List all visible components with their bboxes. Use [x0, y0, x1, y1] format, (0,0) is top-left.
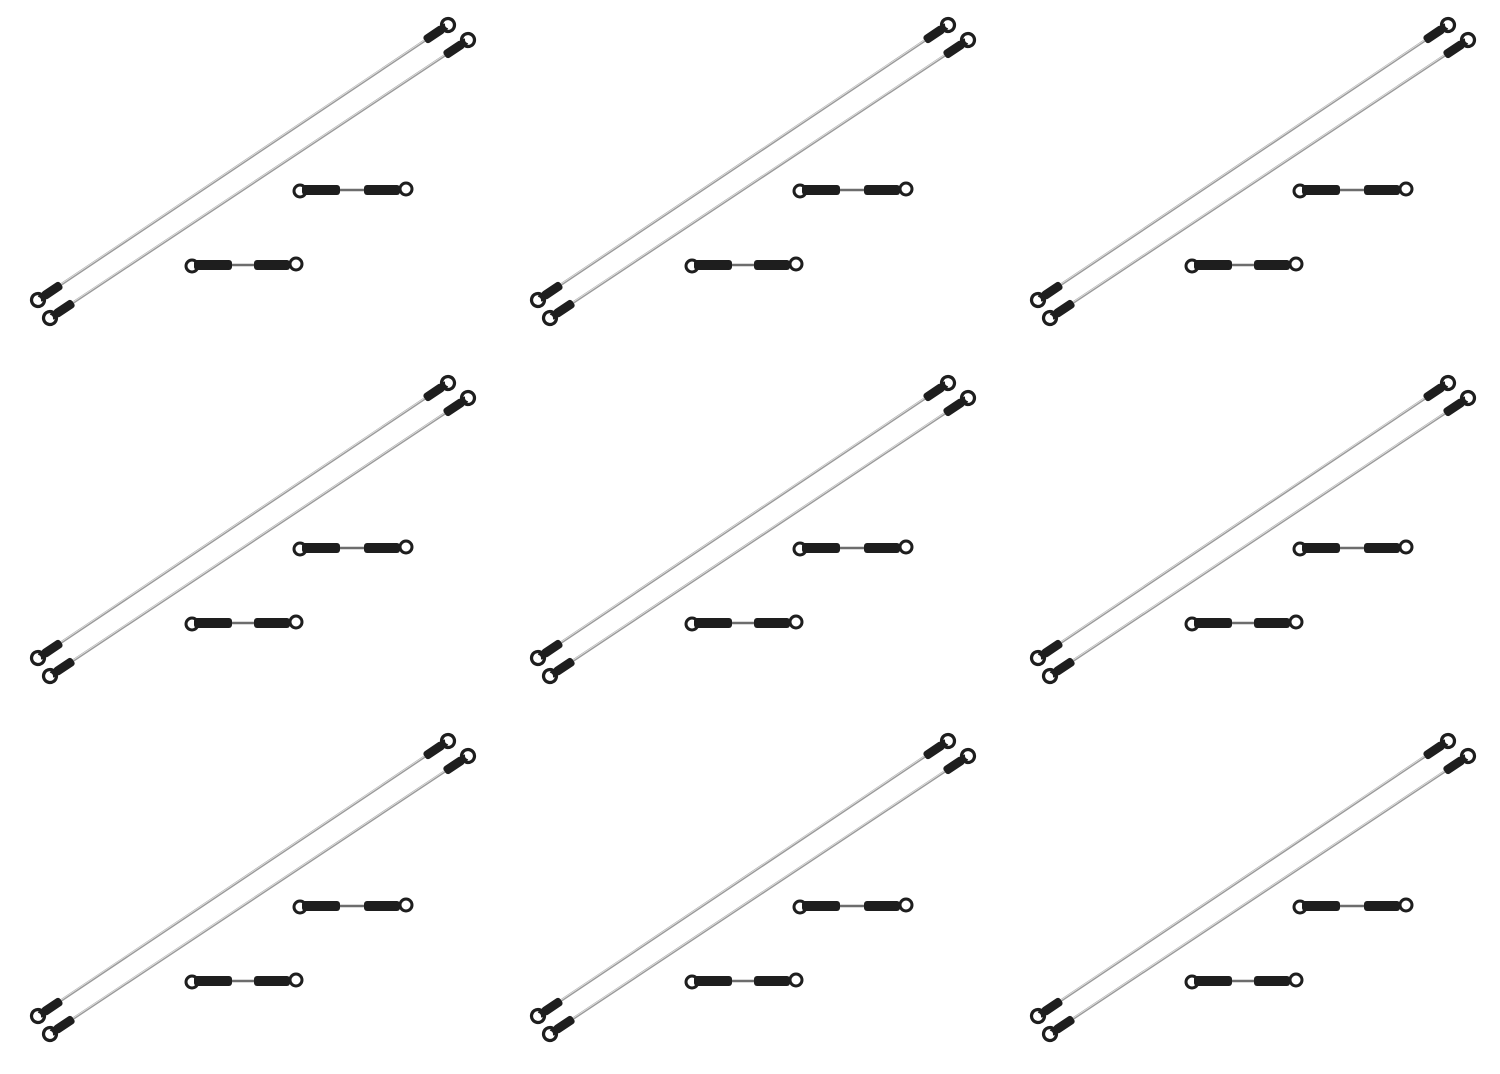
long-tie-rod-2-end-a	[541, 299, 575, 327]
short-link-rod-2	[184, 256, 304, 274]
short-link-rod-1	[292, 181, 414, 199]
short-link-rod-2	[684, 256, 804, 274]
long-tie-rod-1	[1036, 23, 1450, 302]
long-tie-rod-1-end-a	[1029, 281, 1063, 309]
long-tie-rod-2-end-b	[943, 389, 977, 417]
product-photo-tile	[500, 716, 1000, 1074]
long-tie-rod-1	[1036, 381, 1450, 660]
long-tie-rod-1-end-a	[529, 997, 563, 1025]
long-tie-rod-1-end-a	[1029, 997, 1063, 1025]
linkage-rod-set-illustration	[29, 732, 477, 1043]
short-link-rod-1	[292, 539, 414, 557]
long-tie-rod-2-end-b	[443, 747, 477, 775]
long-tie-rod-1	[1036, 739, 1450, 1018]
short-link-rod-2	[1184, 972, 1304, 990]
long-tie-rod-1	[36, 381, 450, 660]
linkage-rod-set-illustration	[29, 374, 477, 685]
long-tie-rod-1-end-a	[1029, 639, 1063, 667]
long-tie-rod-2-end-a	[41, 1015, 75, 1043]
long-tie-rod-2	[1048, 38, 1470, 320]
long-tie-rod-2	[48, 38, 470, 320]
long-tie-rod-1-end-b	[423, 732, 457, 760]
long-tie-rod-1-end-b	[1423, 16, 1457, 44]
short-link-rod-1	[792, 181, 914, 199]
long-tie-rod-1-end-b	[923, 16, 957, 44]
product-photo-tile	[500, 358, 1000, 716]
long-tie-rod-2-end-b	[1443, 747, 1477, 775]
long-tie-rod-2	[1048, 396, 1470, 678]
product-photo-tile	[1000, 0, 1500, 358]
long-tie-rod-1-end-b	[923, 374, 957, 402]
short-link-rod-1	[292, 897, 414, 915]
short-link-rod-2	[184, 972, 304, 990]
short-link-rod-2	[684, 972, 804, 990]
linkage-rod-set-illustration	[29, 16, 477, 327]
short-link-rod-1	[792, 897, 914, 915]
short-link-rod-2	[1184, 256, 1304, 274]
product-photo-tile	[1000, 358, 1500, 716]
long-tie-rod-1-end-b	[1423, 732, 1457, 760]
long-tie-rod-2-end-b	[1443, 389, 1477, 417]
product-photo-tile	[500, 0, 1000, 358]
long-tie-rod-1-end-b	[423, 16, 457, 44]
long-tie-rod-2-end-a	[41, 299, 75, 327]
linkage-rod-set-illustration	[1029, 732, 1477, 1043]
short-link-rod-2	[184, 614, 304, 632]
long-tie-rod-2-end-b	[943, 747, 977, 775]
long-tie-rod-2	[548, 396, 970, 678]
long-tie-rod-2-end-a	[41, 657, 75, 685]
long-tie-rod-2-end-a	[1041, 299, 1075, 327]
linkage-rod-set-illustration	[529, 374, 977, 685]
long-tie-rod-2	[1048, 754, 1470, 1036]
long-tie-rod-1	[36, 23, 450, 302]
product-photo-tile	[0, 0, 500, 358]
long-tie-rod-2	[48, 396, 470, 678]
long-tie-rod-1-end-b	[423, 374, 457, 402]
long-tie-rod-1-end-a	[29, 639, 63, 667]
long-tie-rod-2-end-b	[443, 389, 477, 417]
linkage-rod-set-illustration	[1029, 16, 1477, 327]
long-tie-rod-2-end-a	[541, 657, 575, 685]
long-tie-rod-2	[548, 754, 970, 1036]
long-tie-rod-1	[536, 739, 950, 1018]
linkage-rod-set-illustration	[1029, 374, 1477, 685]
linkage-rod-set-illustration	[529, 732, 977, 1043]
long-tie-rod-1	[536, 381, 950, 660]
long-tie-rod-2-end-b	[1443, 31, 1477, 59]
short-link-rod-2	[1184, 614, 1304, 632]
long-tie-rod-1-end-a	[529, 281, 563, 309]
long-tie-rod-1	[536, 23, 950, 302]
long-tie-rod-1-end-b	[923, 732, 957, 760]
long-tie-rod-1-end-b	[1423, 374, 1457, 402]
long-tie-rod-2	[48, 754, 470, 1036]
product-photo-tile	[1000, 716, 1500, 1074]
long-tie-rod-1-end-a	[529, 639, 563, 667]
long-tie-rod-1-end-a	[29, 997, 63, 1025]
short-link-rod-1	[1292, 181, 1414, 199]
product-photo-tile	[0, 716, 500, 1074]
short-link-rod-1	[1292, 897, 1414, 915]
long-tie-rod-2-end-b	[443, 31, 477, 59]
long-tie-rod-1-end-a	[29, 281, 63, 309]
long-tie-rod-1	[36, 739, 450, 1018]
long-tie-rod-2-end-b	[943, 31, 977, 59]
short-link-rod-1	[1292, 539, 1414, 557]
linkage-rod-set-illustration	[529, 16, 977, 327]
product-photo-tile	[0, 358, 500, 716]
long-tie-rod-2-end-a	[1041, 657, 1075, 685]
short-link-rod-1	[792, 539, 914, 557]
long-tie-rod-2	[548, 38, 970, 320]
long-tie-rod-2-end-a	[1041, 1015, 1075, 1043]
long-tie-rod-2-end-a	[541, 1015, 575, 1043]
short-link-rod-2	[684, 614, 804, 632]
